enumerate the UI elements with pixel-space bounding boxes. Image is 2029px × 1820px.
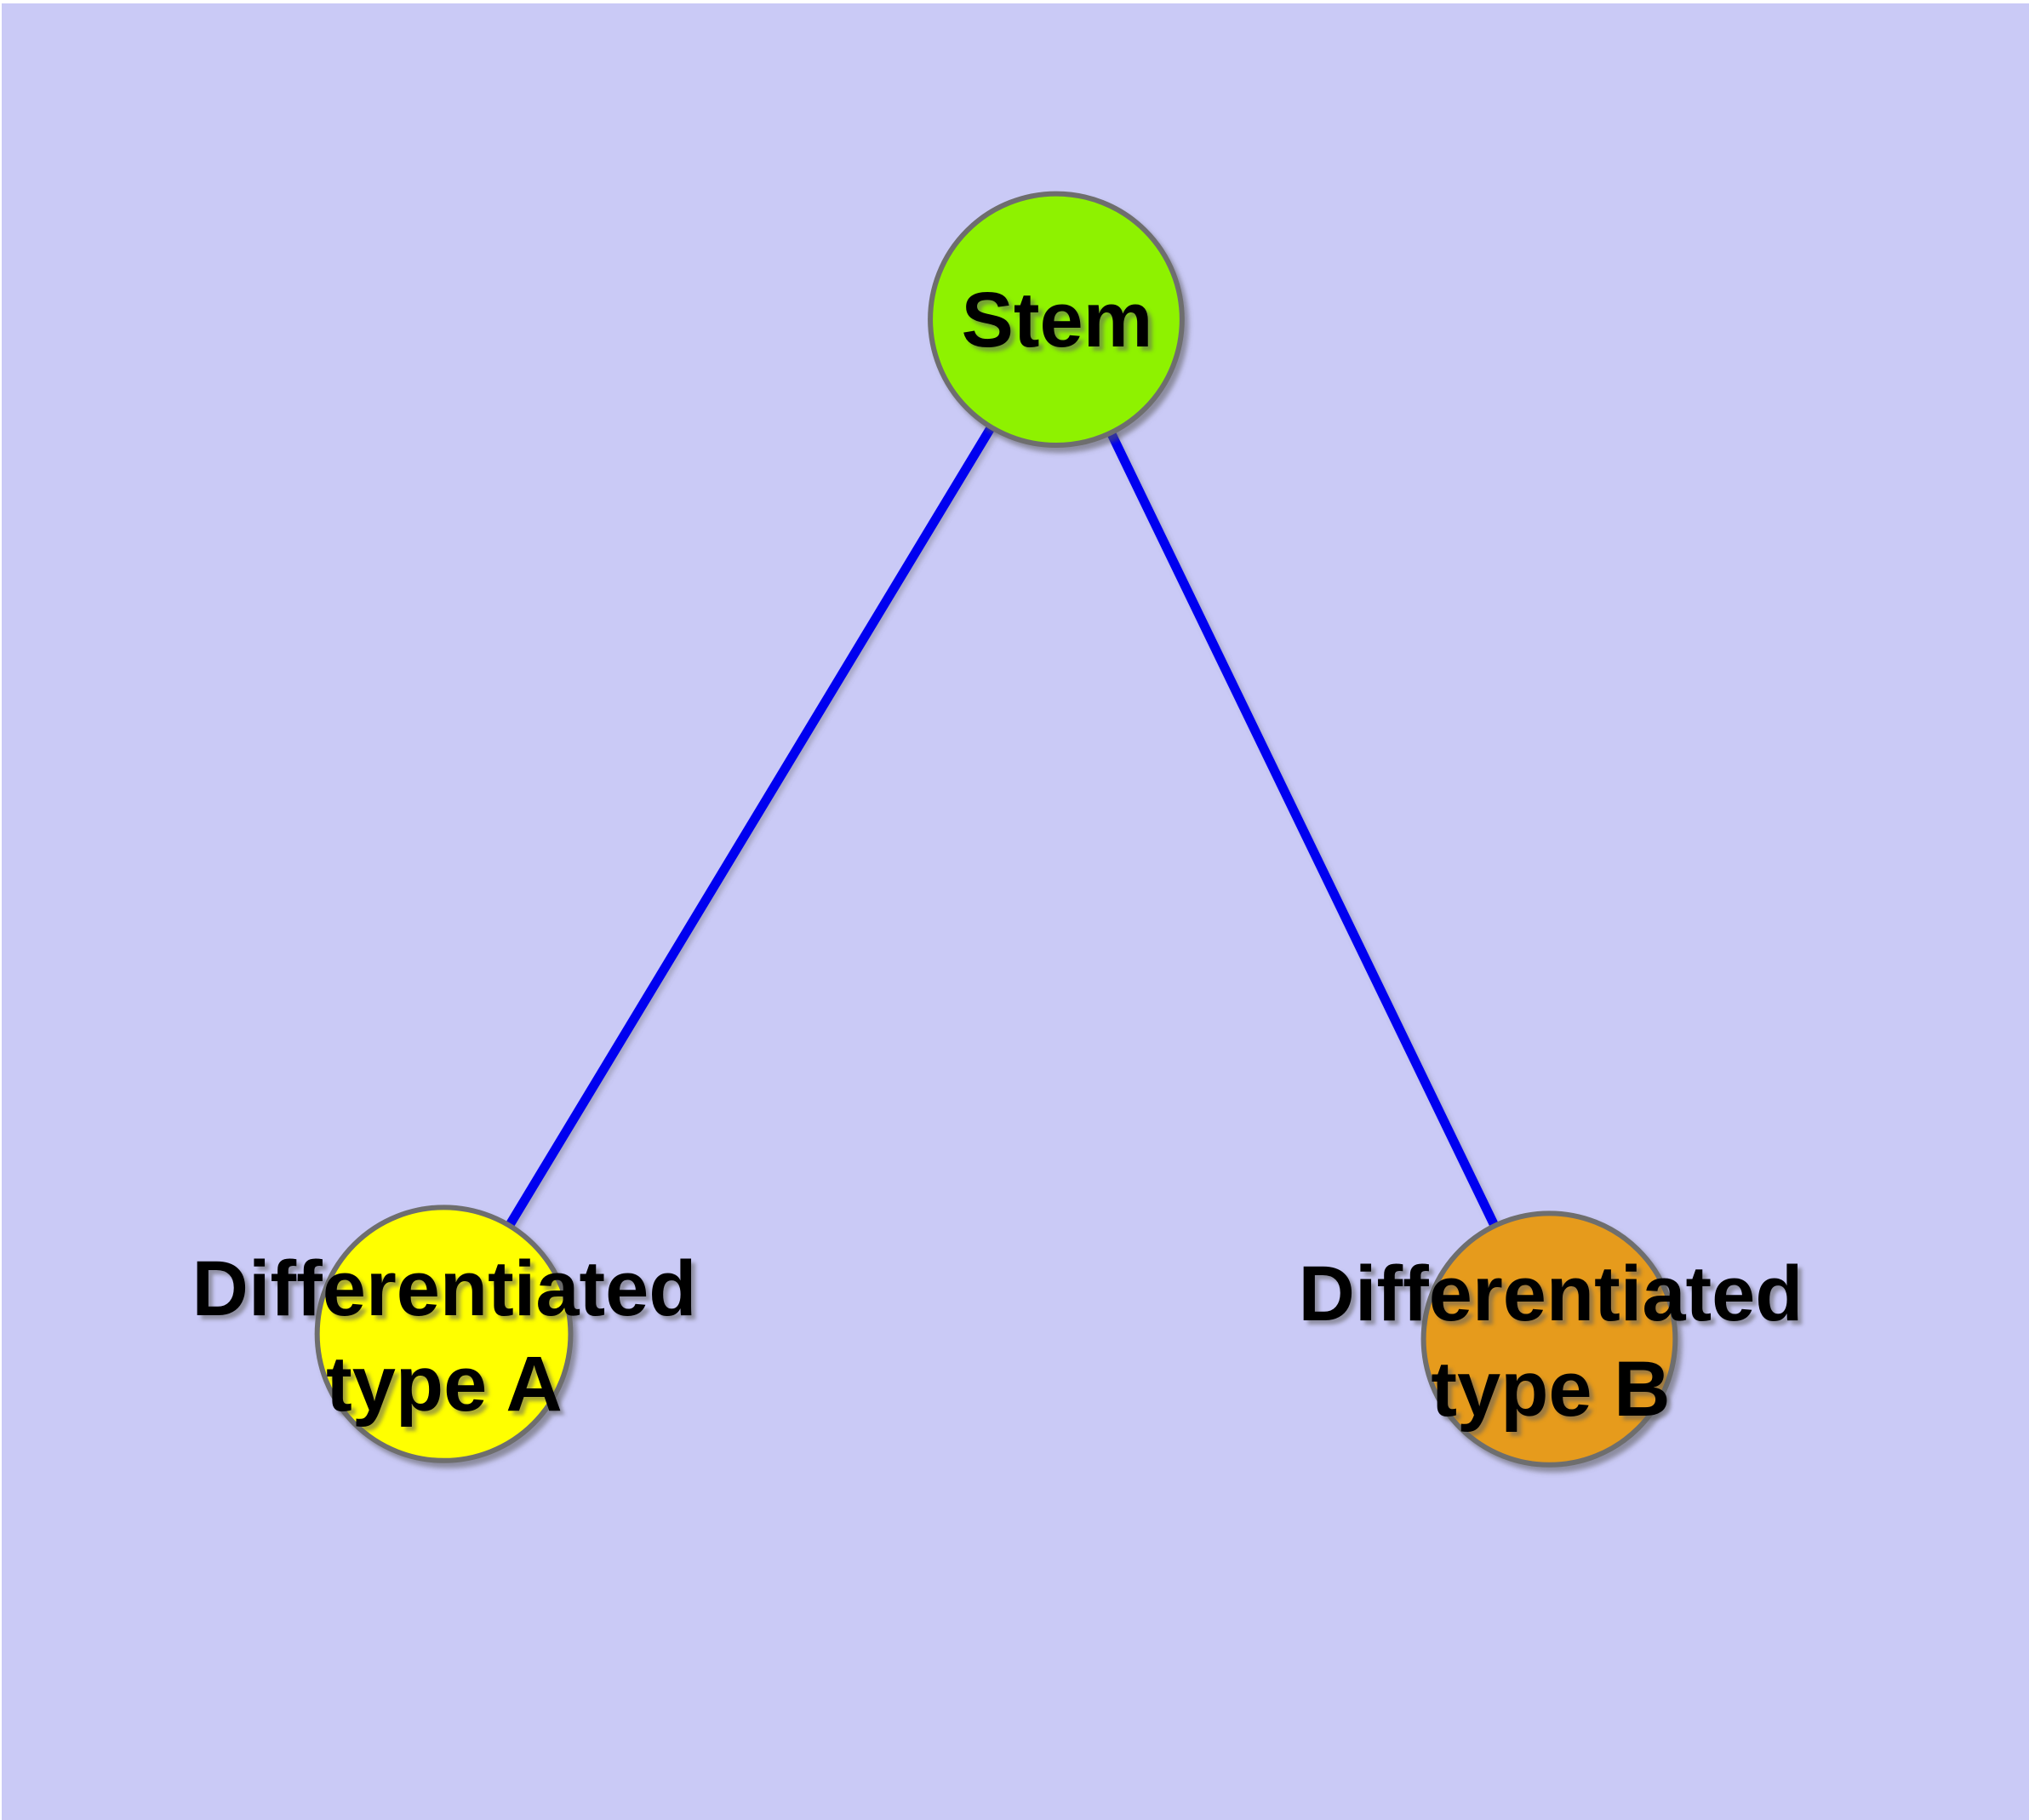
graph-svg	[314, 191, 1678, 1468]
node-label-type-b-line1: Differentiated	[1298, 1251, 1803, 1337]
node-label-stem: Stem	[962, 272, 1153, 368]
edge-stem-to-type-b	[1052, 317, 1554, 1342]
node-label-type-a-line1: Differentiated	[191, 1245, 697, 1332]
node-label-differentiated-type-b: Differentiated type B	[1299, 1246, 1803, 1437]
node-differentiated-type-b	[1420, 1210, 1678, 1468]
node-label-type-a-line2: type A	[326, 1341, 563, 1428]
plot-background: Stem Differentiated type A Differentiate…	[2, 3, 2029, 1820]
node-label-differentiated-type-a: Differentiated type A	[192, 1241, 697, 1432]
edge-stem-to-type-a	[439, 317, 1060, 1336]
node-label-type-b-line2: type B	[1431, 1346, 1671, 1433]
node-label-stem-line1: Stem	[961, 277, 1153, 363]
node-differentiated-type-a	[314, 1205, 574, 1463]
node-stem	[928, 191, 1185, 449]
